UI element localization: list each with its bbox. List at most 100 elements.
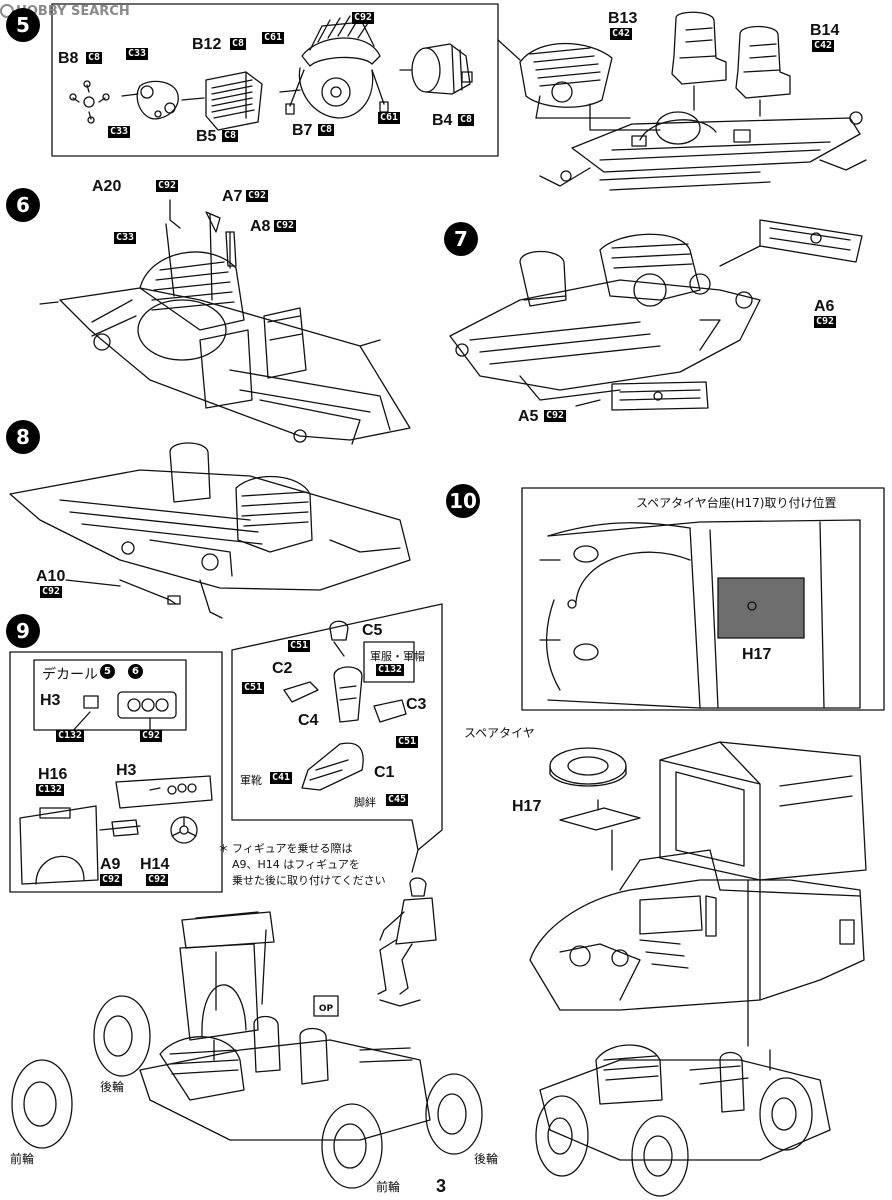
tag-b4: C8 bbox=[458, 114, 475, 126]
op-label: OP bbox=[318, 1004, 334, 1014]
spare-tire bbox=[549, 747, 627, 787]
tag-c2: C51 bbox=[242, 682, 265, 694]
tag-c61-bottom: C61 bbox=[378, 112, 401, 124]
dashboard-decal-panel bbox=[33, 659, 187, 731]
step10-top-view bbox=[539, 519, 861, 709]
label-a7: A7 bbox=[222, 188, 243, 205]
rear-wheel-label-right: 後輪 bbox=[474, 1152, 499, 1166]
tag-b5: C8 bbox=[222, 130, 239, 142]
tag-c33-top: C33 bbox=[126, 48, 149, 60]
step-number-6: 6 bbox=[6, 188, 40, 222]
gaiter-label: 脚絆 bbox=[354, 796, 376, 809]
tag-uniform: C132 bbox=[376, 664, 405, 676]
label-h3: H3 bbox=[116, 762, 137, 779]
wheels-step10 bbox=[535, 1077, 813, 1197]
step-number-5: 5 bbox=[6, 8, 40, 42]
tag-a8: C92 bbox=[274, 220, 297, 232]
watermark-text: HOBBY SEARCH bbox=[16, 3, 130, 19]
step9-left-box bbox=[9, 651, 223, 893]
tag-gaiter: C45 bbox=[386, 794, 409, 806]
label-b14: B14 bbox=[810, 22, 840, 39]
tag-b12: C8 bbox=[230, 38, 247, 50]
step-number-7: 7 bbox=[444, 222, 478, 256]
label-h14: H14 bbox=[140, 856, 170, 873]
step-number-10: 10 bbox=[446, 484, 480, 518]
figure-parts bbox=[283, 620, 415, 791]
tag-b14: C42 bbox=[812, 40, 835, 52]
label-h17-box: H17 bbox=[742, 646, 772, 663]
label-h3-panel: H3 bbox=[40, 692, 61, 709]
label-b7: B7 bbox=[292, 122, 313, 139]
label-a9: A9 bbox=[100, 856, 121, 873]
uniform-label: 軍服・軍帽 bbox=[370, 650, 425, 663]
label-c5: C5 bbox=[362, 622, 383, 639]
tag-a20-c33: C33 bbox=[114, 232, 137, 244]
tag-c92: C92 bbox=[352, 12, 375, 24]
tag-c5: C51 bbox=[288, 640, 311, 652]
seat-b13 bbox=[671, 11, 727, 85]
label-c1: C1 bbox=[374, 764, 395, 781]
step7-chassis bbox=[449, 219, 863, 411]
label-b12: B12 bbox=[192, 36, 222, 53]
note-star: ＊ bbox=[218, 842, 229, 855]
tag-c33-bottom: C33 bbox=[108, 126, 131, 138]
b12-cylinder-part bbox=[181, 71, 263, 131]
label-a20: A20 bbox=[92, 178, 122, 195]
tag-a5: C92 bbox=[544, 410, 567, 422]
tag-b8: C8 bbox=[86, 52, 103, 64]
label-b4: B4 bbox=[432, 112, 453, 129]
note-line-2: A9、H14 はフィギュアを bbox=[232, 858, 360, 871]
tag-a20-c92: C92 bbox=[156, 180, 179, 192]
label-h16: H16 bbox=[38, 766, 68, 783]
tag-h3-c132: C132 bbox=[56, 730, 85, 742]
tag-boots: C41 bbox=[270, 772, 293, 784]
step9-chassis bbox=[139, 911, 431, 1141]
label-c3: C3 bbox=[406, 696, 427, 713]
note-line-1: フィギュアを乗せる際は bbox=[232, 842, 353, 855]
tag-c3: C51 bbox=[396, 736, 419, 748]
step10-detail-box bbox=[521, 487, 885, 711]
label-a10: A10 bbox=[36, 568, 66, 585]
rear-wheel-label-left: 後輪 bbox=[100, 1080, 125, 1094]
step10-chassis bbox=[539, 1044, 831, 1161]
step5-subassembly-box bbox=[51, 3, 499, 157]
step8-chassis bbox=[9, 442, 411, 619]
label-b8: B8 bbox=[58, 50, 79, 67]
fan-belt-part bbox=[121, 80, 179, 120]
tag-a6: C92 bbox=[814, 316, 837, 328]
spare-mount-position-title: スペアタイヤ台座(H17)取り付け位置 bbox=[636, 496, 837, 510]
label-b5: B5 bbox=[196, 128, 217, 145]
label-a6: A6 bbox=[814, 298, 835, 315]
label-a5: A5 bbox=[518, 408, 539, 425]
label-h17: H17 bbox=[512, 798, 542, 815]
label-c2: C2 bbox=[272, 660, 293, 677]
b8-part bbox=[69, 80, 110, 124]
tag-h14: C92 bbox=[146, 874, 169, 886]
canopy bbox=[659, 741, 867, 881]
tag-b13: C42 bbox=[610, 28, 633, 40]
seat-b14 bbox=[735, 25, 791, 99]
label-c4: C4 bbox=[298, 712, 319, 729]
decal-label: デカール bbox=[42, 667, 98, 683]
tag-c61-top: C61 bbox=[262, 32, 285, 44]
step-number-8: 8 bbox=[6, 420, 40, 454]
truck-body bbox=[529, 849, 865, 1011]
tag-a10: C92 bbox=[40, 586, 63, 598]
step9-figure-box bbox=[231, 603, 443, 851]
label-a8: A8 bbox=[250, 218, 271, 235]
boots-label: 軍靴 bbox=[240, 774, 262, 787]
page-number: 3 bbox=[436, 1176, 447, 1196]
tag-panel-c92: C92 bbox=[140, 730, 163, 742]
decal-number-5: 5 bbox=[100, 664, 115, 679]
b4-head-part bbox=[399, 43, 473, 95]
front-wheel-label-bottom: 前輪 bbox=[376, 1180, 401, 1194]
step6-chassis bbox=[39, 199, 411, 445]
seated-figure bbox=[377, 877, 437, 995]
tag-a9: C92 bbox=[100, 874, 123, 886]
tag-h16: C132 bbox=[36, 784, 65, 796]
tag-a7: C92 bbox=[246, 190, 269, 202]
step-number-9: 9 bbox=[6, 614, 40, 648]
wheels-step9 bbox=[11, 995, 483, 1189]
label-b13: B13 bbox=[608, 10, 638, 27]
